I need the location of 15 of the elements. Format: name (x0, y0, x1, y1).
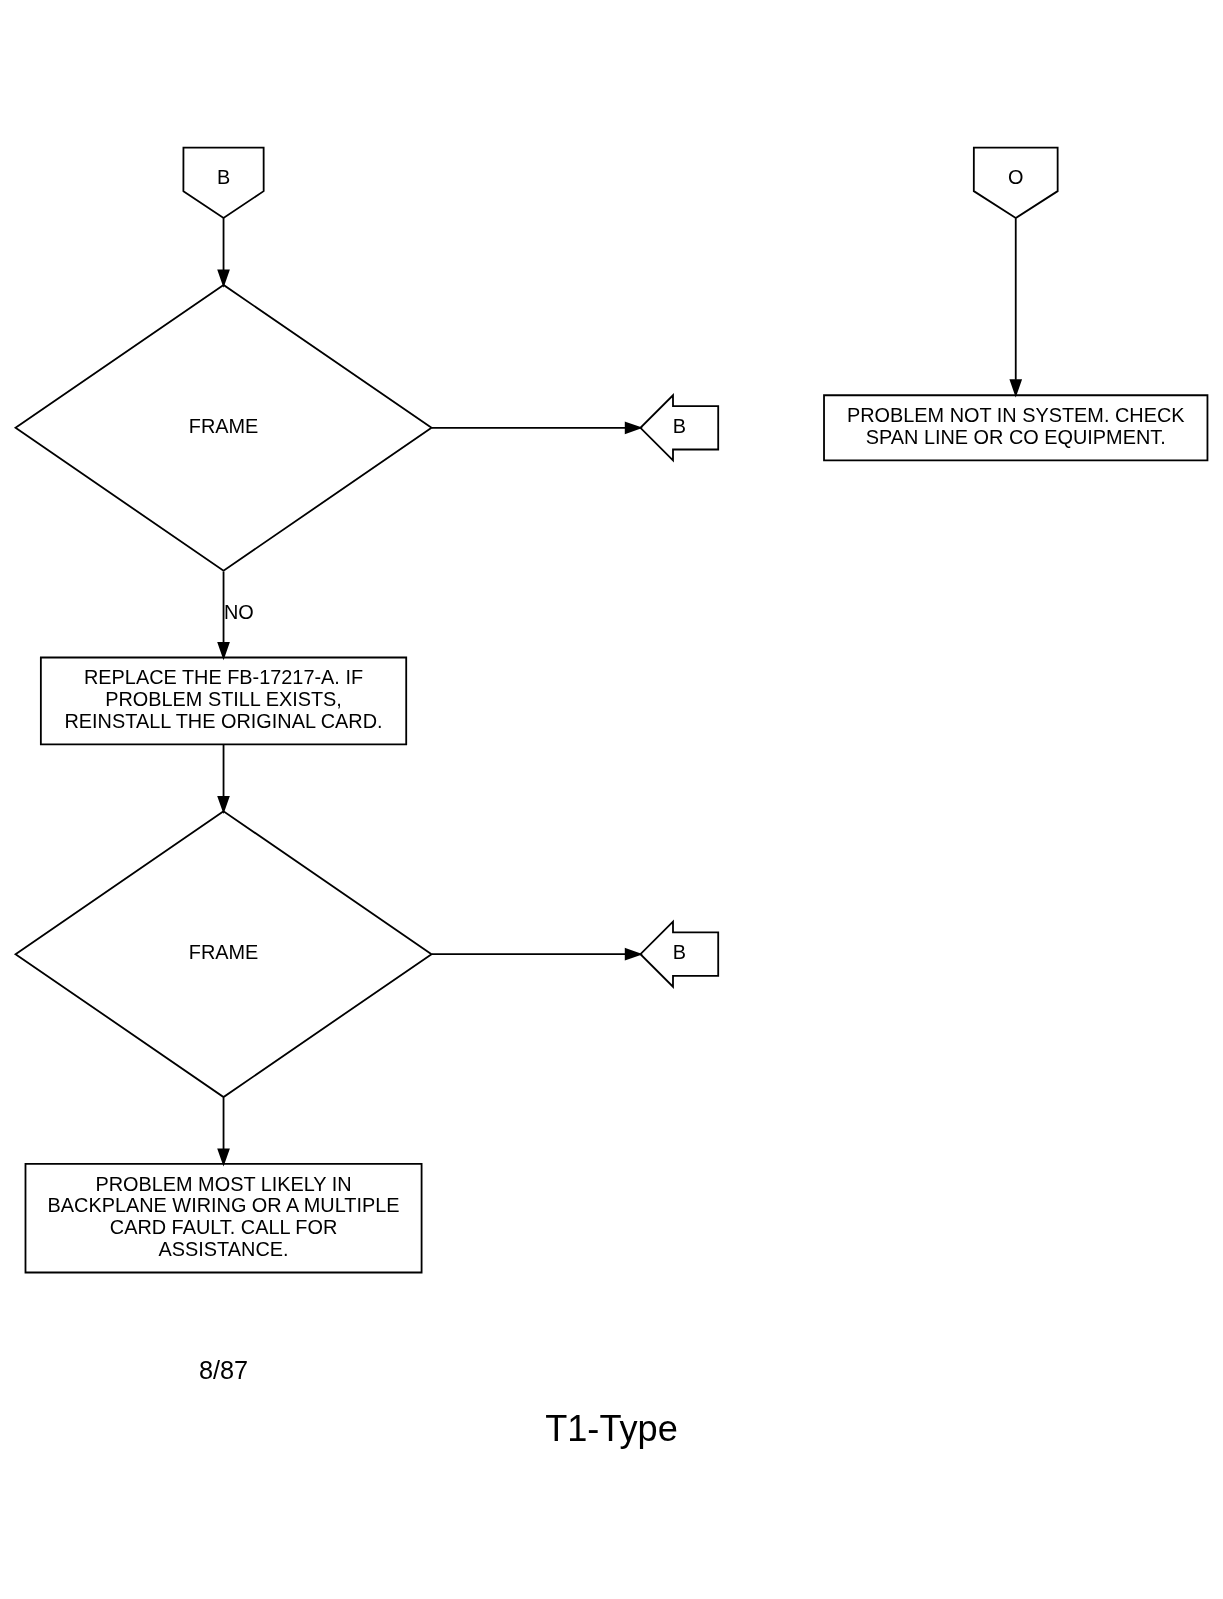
arrow (430, 947, 643, 961)
arrow (217, 1096, 230, 1167)
arrow (217, 217, 230, 288)
arrow (1009, 217, 1023, 398)
arrow (430, 421, 643, 435)
node-box: REPLACE THE FB-17217-A. IF PROBLEM STILL EXISTS, REINSTALL THE ORIGINAL CARD. (39, 656, 408, 746)
edge-label: NO (224, 601, 254, 624)
node-box: PROBLEM MOST LIKELY IN BACKPLANE WIRING OR A MULTIPLE CARD FAULT. CALL FOR ASSISTANCE. (24, 1163, 423, 1274)
label: 8/87 (198, 1355, 249, 1384)
node-diamond: FRAME (13, 810, 434, 1099)
arrow (217, 570, 230, 661)
arrow (217, 743, 230, 814)
node-box: PROBLEM NOT IN SYSTEM. CHECK SPAN LINE OR CO EQUIPMENT. (823, 394, 1209, 462)
node-diamond: FRAME (13, 283, 434, 572)
caption: T1-Type (545, 1407, 678, 1449)
